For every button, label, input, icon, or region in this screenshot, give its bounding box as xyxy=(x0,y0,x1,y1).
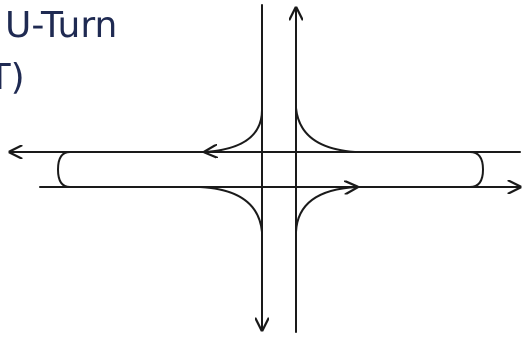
southbound-to-westbound-ramp xyxy=(205,109,263,152)
right-u-turn-loop xyxy=(463,151,485,188)
title-line-2: JT) xyxy=(0,57,25,98)
northbound-to-eastbound-ramp xyxy=(295,187,357,233)
westbound-to-northbound-ramp xyxy=(295,107,356,153)
eastbound-to-southbound-ramp xyxy=(199,186,263,233)
title-line-1: U-Turn xyxy=(5,5,118,46)
left-u-turn-loop xyxy=(56,151,79,188)
